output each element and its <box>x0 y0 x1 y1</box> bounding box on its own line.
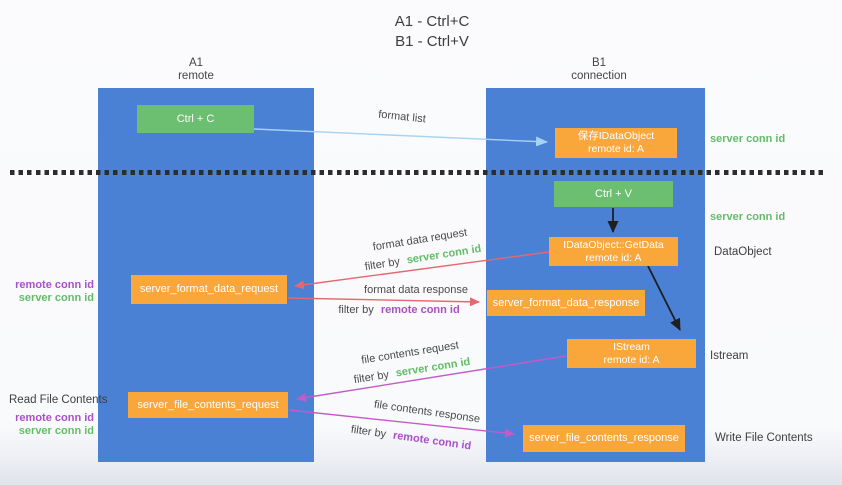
title-line-1: A1 - Ctrl+C <box>394 13 470 30</box>
lane-a-role: remote <box>178 70 214 82</box>
left-remote-conn-id-bottom: remote conn id <box>15 412 94 424</box>
edge-file-contents-response-line <box>288 409 515 438</box>
edge-file-contents-request-line <box>296 355 567 403</box>
edge-label-format-data-response: format data response <box>364 284 468 296</box>
node-save-idataobject-line1: 保存IDataObject <box>577 130 655 142</box>
node-ctrl-c: Ctrl + C <box>137 105 254 133</box>
lane-b-role: connection <box>571 70 627 82</box>
title-line-2: B1 - Ctrl+V <box>395 33 469 50</box>
node-save-idataobject: 保存IDataObject remote id: A <box>555 128 677 158</box>
left-server-conn-id-top: server conn id <box>18 292 94 304</box>
node-istream-line1: IStream <box>613 340 650 353</box>
node-ctrl-v: Ctrl + V <box>554 181 673 207</box>
lane-b-name: B1 <box>591 57 607 69</box>
edge-format-list-line <box>253 128 548 147</box>
read-file-contents-label: Read File Contents <box>9 394 108 406</box>
node-server-format-data-response-label: server_format_data_response <box>492 296 640 309</box>
node-server-file-contents-response: server_file_contents_response <box>523 425 685 452</box>
dataobject-label: DataObject <box>714 246 772 258</box>
left-conn-id-labels-bottom: remote conn id server conn id <box>14 412 94 438</box>
node-server-file-contents-request: server_file_contents_request <box>128 392 288 418</box>
node-istream-line2: remote id: A <box>603 353 660 366</box>
right-server-conn-id-top: server conn id <box>710 133 786 145</box>
node-ctrl-v-label: Ctrl + V <box>595 187 632 200</box>
node-idataobject-getdata-line1: IDataObject::GetData <box>563 238 664 251</box>
node-idataobject-getdata: IDataObject::GetData remote id: A <box>549 237 678 266</box>
edge-label-format-data-response-text: format data response <box>364 284 468 296</box>
node-server-file-contents-response-label: server_file_contents_response <box>529 432 679 444</box>
remote-conn-id-text-1: remote conn id <box>380 304 460 316</box>
lane-a-header: A1 remote <box>146 57 246 83</box>
lane-b-header: B1 connection <box>549 57 649 83</box>
edge-getdata-to-istream-line <box>647 265 681 331</box>
node-server-format-data-request-label: server_format_data_request <box>139 283 279 295</box>
section-divider-dotted-line <box>10 170 823 175</box>
node-server-file-contents-request-label: server_file_contents_request <box>137 398 279 411</box>
lane-a-name: A1 <box>188 57 204 69</box>
node-idataobject-getdata-line2: remote id: A <box>585 251 642 264</box>
edge-format-data-response-line <box>287 297 480 307</box>
left-conn-id-labels-top: remote conn id server conn id <box>14 279 94 305</box>
node-server-format-data-response: server_format_data_response <box>487 290 645 316</box>
left-remote-conn-id-top: remote conn id <box>15 279 94 291</box>
diagram-title: A1 - Ctrl+C B1 - Ctrl+V <box>332 12 532 52</box>
edge-format-data-request-line <box>294 251 550 290</box>
filter-by-text-2: filter by <box>338 304 374 316</box>
right-server-conn-id-mid: server conn id <box>710 211 786 223</box>
left-server-conn-id-bottom: server conn id <box>18 425 94 437</box>
node-server-format-data-request: server_format_data_request <box>131 275 287 304</box>
node-ctrl-c-label: Ctrl + C <box>176 112 215 125</box>
node-istream: IStream remote id: A <box>567 339 696 368</box>
istream-label: Istream <box>710 350 749 362</box>
node-save-idataobject-line2: remote id: A <box>587 143 645 155</box>
edge-label-filter-by-remote-conn-id-1: filter by remote conn id <box>338 304 459 316</box>
write-file-contents-label: Write File Contents <box>715 432 813 444</box>
